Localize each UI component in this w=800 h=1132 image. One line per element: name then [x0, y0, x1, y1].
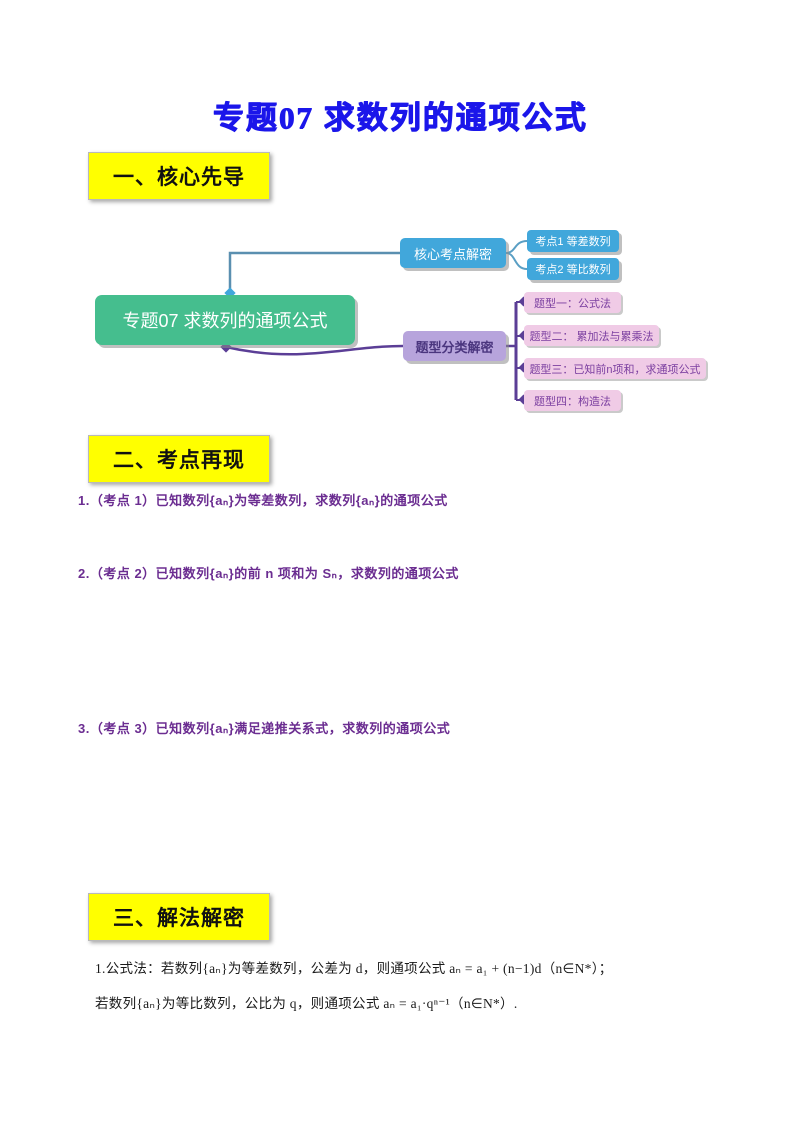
- mindmap-type3-label: 题型三：已知前n项和，求通项公式: [529, 363, 701, 376]
- mindmap-node-type2: 题型二： 累加法与累乘法: [524, 325, 659, 346]
- exercise-line-3: 3.（考点 3）已知数列{aₙ}满足递推关系式，求数列的通项公式: [78, 721, 451, 736]
- page-title: 专题07 求数列的通项公式: [212, 100, 588, 135]
- mindmap-type4-label: 题型四：构造法: [534, 395, 611, 408]
- section-header-solution-methods: 三、解法解密: [88, 893, 270, 941]
- connector-root-to-type: [225, 344, 404, 356]
- mindmap-type-branch-label: 题型分类解密: [415, 339, 494, 355]
- mindmap-kaodian1-label: 考点1 等差数列: [535, 236, 611, 248]
- mindmap-node-core-branch: 核心考点解密: [400, 238, 506, 268]
- exercise-line-2: 2.（考点 2）已知数列{aₙ}的前 n 项和为 Sₙ，求数列的通项公式: [78, 566, 459, 581]
- mindmap-node-type-branch: 题型分类解密: [403, 331, 506, 361]
- section-header-core-guide: 一、核心先导: [88, 152, 270, 200]
- connector-core-to-child1: [505, 240, 528, 254]
- mindmap-node-type3: 题型三：已知前n项和，求通项公式: [524, 358, 706, 379]
- mindmap-node-type1: 题型一：公式法: [524, 292, 621, 313]
- mindmap-kaodian2-label: 考点2 等比数列: [535, 264, 611, 276]
- section-header-label: 一、核心先导: [113, 165, 245, 189]
- mindmap-node-type4: 题型四：构造法: [524, 390, 621, 411]
- mindmap-node-kaodian2: 考点2 等比数列: [527, 258, 619, 280]
- mindmap-root-node: 专题07 求数列的通项公式: [95, 295, 355, 345]
- method-text-line-1: 1.公式法：若数列{aₙ}为等差数列，公差为 d，则通项公式 aₙ = a₁ +…: [95, 961, 613, 976]
- section-header-label: 二、考点再现: [113, 448, 245, 472]
- mindmap-root-label: 专题07 求数列的通项公式: [122, 311, 328, 331]
- exercise-line-1: 1.（考点 1）已知数列{aₙ}为等差数列，求数列{aₙ}的通项公式: [78, 493, 448, 508]
- method-text-line-2: 若数列{aₙ}为等比数列，公比为 q，则通项公式 aₙ = a₁·qⁿ⁻¹（n∈…: [95, 996, 518, 1011]
- mindmap-type1-label: 题型一：公式法: [534, 297, 611, 310]
- mindmap-node-kaodian1: 考点1 等差数列: [527, 230, 619, 252]
- section-header-exam-points: 二、考点再现: [88, 435, 270, 483]
- connector-root-to-core: [228, 251, 400, 295]
- connector-core-to-child2: [505, 252, 528, 270]
- mindmap-core-branch-label: 核心考点解密: [413, 246, 492, 262]
- mindmap-type2-label: 题型二： 累加法与累乘法: [529, 330, 654, 343]
- section-header-label: 三、解法解密: [113, 906, 245, 930]
